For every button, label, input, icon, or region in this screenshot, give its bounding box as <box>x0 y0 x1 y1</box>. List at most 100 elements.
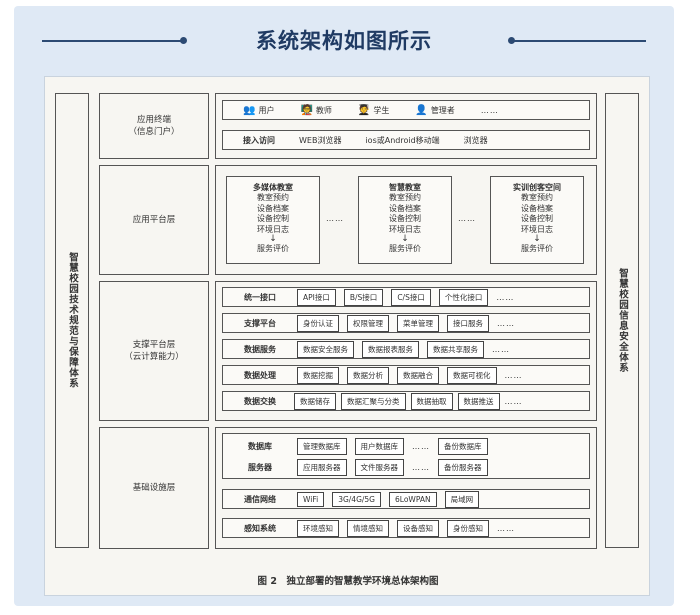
chip: 身份感知 <box>447 519 489 537</box>
teacher-label: 教师 <box>315 105 332 115</box>
chip: WiFi <box>297 491 325 507</box>
support-row-data-service: 数据服务 数据安全服务 数据报表服务 数据共享服务 …… <box>222 339 590 359</box>
chip: 设备感知 <box>397 519 439 537</box>
chip: 个性化接口 <box>438 288 489 306</box>
header-line-right <box>514 40 646 42</box>
room-maker-item: 环境日志 <box>521 224 553 234</box>
room-multimedia-item: 设备控制 <box>257 214 289 224</box>
room-smart-item: 教室预约 <box>389 193 421 203</box>
user-icon: 👥 <box>243 104 256 116</box>
support-row-exchange: 数据交换 数据储存 数据汇聚与分类 数据抽取 数据推送 …… <box>222 391 590 411</box>
support-row-label: 数据处理 <box>244 370 276 380</box>
layer-infra-name-text: 基础设施层 <box>132 482 176 493</box>
chip: 身份认证 <box>297 314 339 332</box>
chip: 数据安全服务 <box>297 340 354 358</box>
user-label: 用户 <box>258 105 275 115</box>
down-arrow-icon: ↓ <box>401 233 409 244</box>
row-more: …… <box>492 344 510 354</box>
chip: 菜单管理 <box>397 314 439 332</box>
access-web: WEB浏览器 <box>299 135 342 145</box>
room-multimedia-item: 设备档案 <box>257 203 289 213</box>
chip: 数据共享服务 <box>427 340 484 358</box>
chip: 数据挖掘 <box>297 366 339 384</box>
room-maker: 实训创客空间 教室预约 设备档案 设备控制 环境日志 ↓ 服务评价 <box>490 176 584 264</box>
row-more: …… <box>412 441 430 451</box>
layer-infra-body: 数据库 管理数据库 用户数据库 …… 备份数据库 服务器 应用服务器 文件服务器… <box>215 427 597 549</box>
infra-storage-block: 数据库 管理数据库 用户数据库 …… 备份数据库 服务器 应用服务器 文件服务器… <box>222 433 590 479</box>
room-smart-item: 环境日志 <box>389 224 421 234</box>
layer-platform-name-text: 应用平台层 <box>132 214 176 225</box>
chip: 用户数据库 <box>354 437 404 455</box>
chip: C/S接口 <box>391 288 431 306</box>
layer-support-name-line1: 支撑平台层 <box>132 339 176 350</box>
room-multimedia-item: 环境日志 <box>257 224 289 234</box>
chip: 环境感知 <box>297 519 339 537</box>
row-more: …… <box>496 292 515 302</box>
side-security-label: 智慧校园信息安全体系 <box>617 268 628 373</box>
support-row-label: 统一接口 <box>244 292 276 302</box>
admin-item: 👤管理者 <box>415 105 454 116</box>
infra-server-label: 服务器 <box>248 462 272 472</box>
chip: 备份服务器 <box>438 458 488 476</box>
side-standards-label: 智慧校园技术规范与保障体系 <box>67 252 78 389</box>
infra-db-label: 数据库 <box>248 441 272 451</box>
infra-network-row: 通信网络 WiFi 3G/4G/5G 6LoWPAN 局域网 <box>222 489 590 509</box>
teacher-icon: 🧑‍🏫 <box>300 104 313 116</box>
layer-support-name: 支撑平台层 （云计算能力） <box>99 281 209 421</box>
diagram-paper: 智慧校园技术规范与保障体系 智慧校园信息安全体系 应用终端 （信息门户） 👥用户… <box>44 76 650 596</box>
chip: 接口服务 <box>447 314 489 332</box>
chip: 数据储存 <box>294 392 336 410</box>
student-label: 学生 <box>373 105 390 115</box>
infra-server-row: 服务器 应用服务器 文件服务器 …… 备份服务器 <box>231 458 488 476</box>
room-multimedia-eval: 服务评价 <box>257 243 289 253</box>
support-row-label: 数据交换 <box>244 396 276 406</box>
chip: 应用服务器 <box>297 458 347 476</box>
rooms-more-2: …… <box>458 214 476 223</box>
row-more: …… <box>497 318 515 328</box>
support-row-label: 支撑平台 <box>244 318 276 328</box>
room-multimedia: 多媒体教室 教室预约 设备档案 设备控制 环境日志 ↓ 服务评价 <box>226 176 320 264</box>
row-more: …… <box>504 370 523 380</box>
chip: 3G/4G/5G <box>332 491 381 507</box>
room-smart-item: 设备控制 <box>389 214 421 224</box>
infra-sensing-row: 感知系统 环境感知 情境感知 设备感知 身份感知 …… <box>222 518 590 538</box>
figure-frame: 系统架构如图所示 智慧校园技术规范与保障体系 智慧校园信息安全体系 应用终端 （… <box>14 6 674 606</box>
users-row: 👥用户 🧑‍🏫教师 🧑‍🎓学生 👤管理者 …… <box>222 100 590 120</box>
chip: 6LoWPAN <box>389 491 437 507</box>
header: 系统架构如图所示 <box>14 6 674 70</box>
layer-terminal-body: 👥用户 🧑‍🏫教师 🧑‍🎓学生 👤管理者 …… 接入访问 WEB浏览器 ios或… <box>215 93 597 159</box>
header-line-left <box>42 40 182 42</box>
chip: 数据可视化 <box>447 366 497 384</box>
chip: 文件服务器 <box>354 458 404 476</box>
chip: 数据报表服务 <box>362 340 419 358</box>
access-mobile: ios或Android移动端 <box>365 135 440 145</box>
chip: 数据抽取 <box>410 392 453 410</box>
chip: API接口 <box>297 288 336 306</box>
chip: 备份数据库 <box>438 437 488 455</box>
rooms-more-1: …… <box>326 214 344 223</box>
page-title: 系统架构如图所示 <box>256 29 432 53</box>
room-maker-title: 实训创客空间 <box>513 183 561 192</box>
down-arrow-icon: ↓ <box>533 233 541 244</box>
layer-terminal-name: 应用终端 （信息门户） <box>99 93 209 159</box>
support-row-processing: 数据处理 数据挖掘 数据分析 数据融合 数据可视化 …… <box>222 365 590 385</box>
down-arrow-icon: ↓ <box>269 233 277 244</box>
room-smart-eval: 服务评价 <box>389 243 421 253</box>
chip: 数据分析 <box>347 366 389 384</box>
header-dot-right <box>508 37 515 44</box>
row-more: …… <box>412 462 430 472</box>
support-row-label: 数据服务 <box>244 344 276 354</box>
side-security-column: 智慧校园信息安全体系 <box>605 93 639 548</box>
layer-support-name-line2: （云计算能力） <box>124 352 184 362</box>
row-more: …… <box>504 396 523 406</box>
side-standards-column: 智慧校园技术规范与保障体系 <box>55 93 89 548</box>
infra-network-label: 通信网络 <box>244 494 276 504</box>
room-smart: 智慧教室 教室预约 设备档案 设备控制 环境日志 ↓ 服务评价 <box>358 176 452 264</box>
teacher-item: 🧑‍🏫教师 <box>300 105 331 116</box>
admin-icon: 👤 <box>415 104 428 116</box>
room-multimedia-title: 多媒体教室 <box>253 183 293 192</box>
layer-terminal-name-line2: （信息门户） <box>128 127 180 137</box>
chip: 情境感知 <box>347 519 389 537</box>
room-smart-title: 智慧教室 <box>389 183 421 192</box>
admin-label: 管理者 <box>430 105 455 115</box>
